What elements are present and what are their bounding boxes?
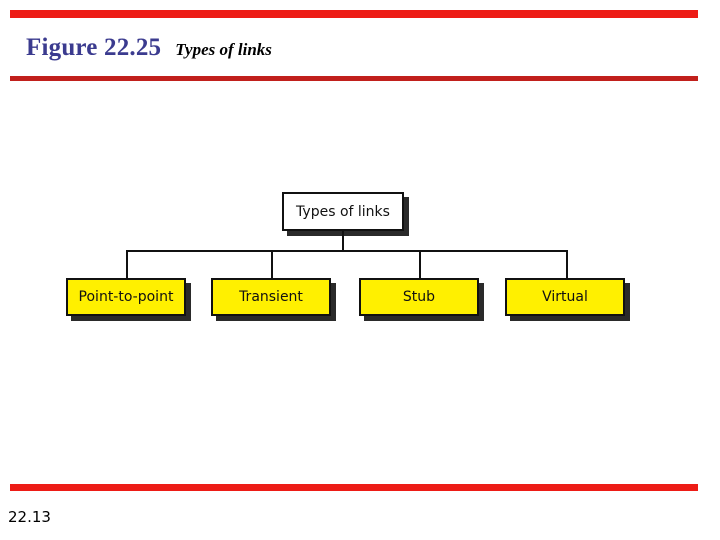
bottom-red-rule (10, 484, 698, 491)
slide-title: Figure 22.25 Types of links (26, 34, 272, 62)
top-red-rule (10, 10, 698, 18)
slide-number: 22.13 (8, 508, 51, 526)
connector-drop-stub (419, 250, 421, 278)
connector-root-stem (342, 231, 344, 252)
diagram-node-point-to-point: Point-to-point (66, 278, 186, 316)
connector-drop-point-to-point (126, 250, 128, 278)
title-divider-rule (10, 76, 698, 81)
connector-horizontal-bus (126, 250, 568, 252)
figure-caption: Types of links (175, 40, 272, 59)
figure-label: Figure 22.25 (26, 34, 162, 61)
diagram-node-root: Types of links (282, 192, 404, 231)
connector-drop-virtual (566, 250, 568, 278)
diagram-node-virtual: Virtual (505, 278, 625, 316)
diagram-node-stub: Stub (359, 278, 479, 316)
connector-drop-transient (271, 250, 273, 278)
diagram-node-transient: Transient (211, 278, 331, 316)
